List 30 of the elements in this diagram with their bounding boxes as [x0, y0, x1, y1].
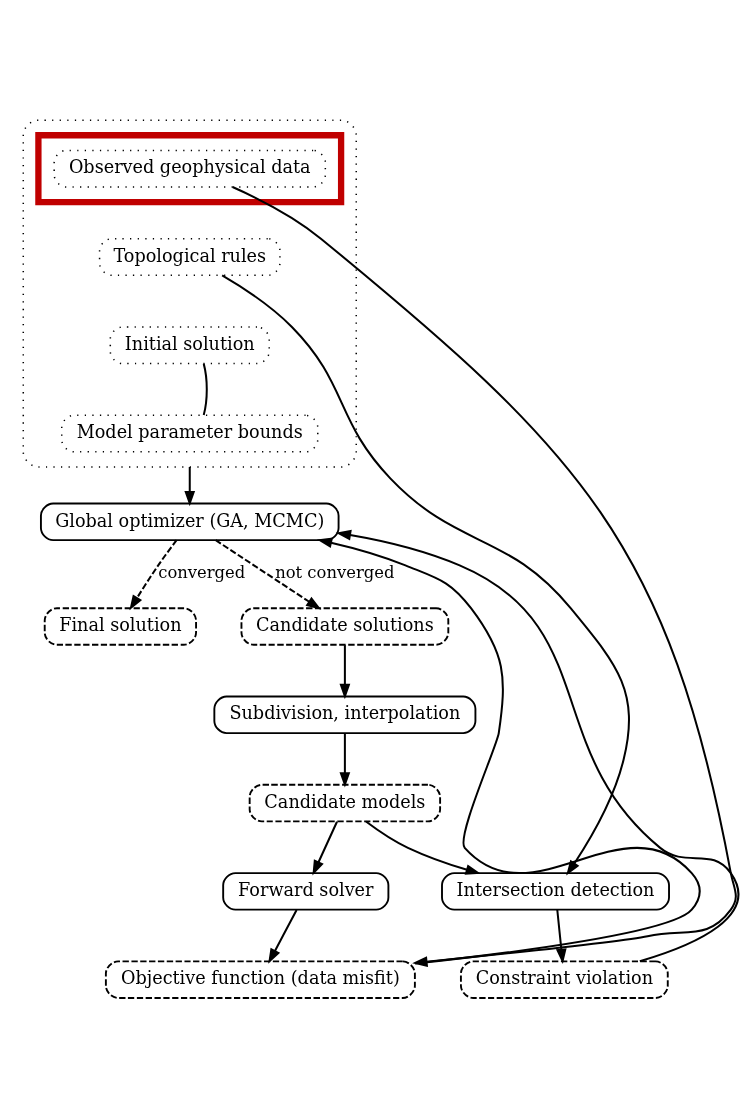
node-box: Observed geophysical data: [53, 149, 327, 188]
arrow: [555, 909, 567, 965]
node-box: Intersection detection: [441, 872, 670, 911]
node-box: Global optimizer (GA, MCMC): [40, 502, 340, 542]
arrow: [365, 820, 481, 875]
node-box: Candidate models: [248, 783, 442, 823]
arrow: [268, 909, 298, 964]
node-box: Initial solution: [109, 326, 270, 365]
node-box: Candidate solutions: [240, 607, 450, 646]
node-box: Constraint violation: [459, 960, 669, 999]
arrow: [129, 539, 178, 611]
node-box: Objective function (data misfit): [104, 960, 416, 999]
arrow: [312, 821, 338, 876]
arrow: [184, 466, 196, 507]
arrow: [316, 537, 701, 965]
cluster: [35, 132, 345, 206]
node-box: Forward solver: [222, 872, 390, 911]
arrow: [221, 274, 630, 876]
connector: [202, 363, 208, 416]
edge-label: converged: [158, 563, 246, 583]
edge-label: not converged: [275, 563, 395, 583]
node-box: Topological rules: [98, 237, 281, 277]
arrow: [339, 645, 351, 700]
arrow: [215, 539, 322, 610]
node-box: Model parameter bounds: [61, 414, 319, 453]
arrow: [339, 733, 351, 788]
node-box: Final solution: [43, 607, 197, 646]
cluster: [22, 119, 357, 468]
arrow: [335, 529, 740, 963]
node-box: Subdivision, interpolation: [213, 695, 477, 735]
